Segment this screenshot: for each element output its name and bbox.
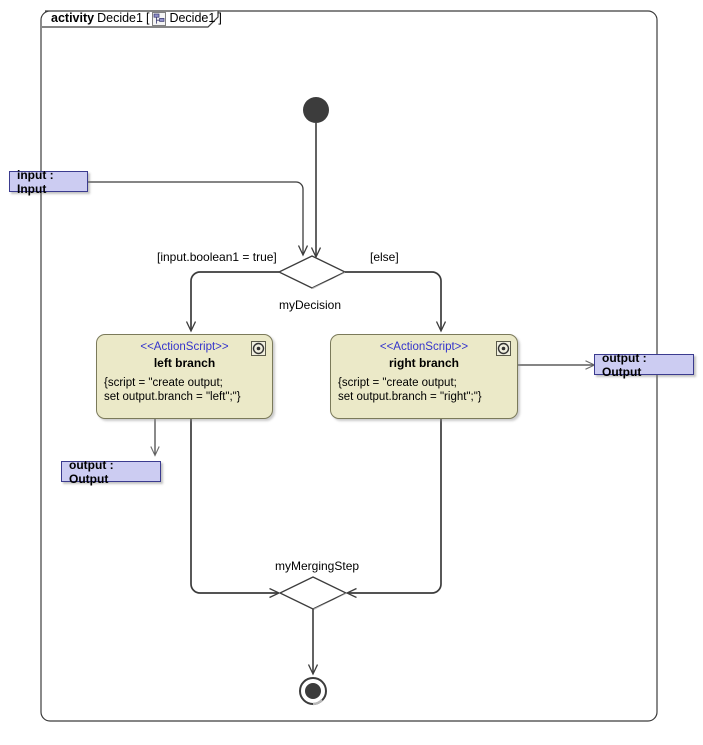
action-left-body-line2: set output.branch = "left";"}: [104, 391, 241, 403]
cog-icon[interactable]: [496, 341, 511, 356]
guard-label-else: [else]: [370, 250, 399, 264]
edge-decision-to-left-branch: [191, 271, 279, 330]
action-left-body-line1: {script = "create output;: [104, 377, 223, 389]
frame-label: activity Decide1 [ Decide1 ]: [45, 8, 229, 27]
activity-diagram-icon: [152, 11, 167, 26]
merge-node-shape: [278, 576, 348, 610]
output-pin-left[interactable]: output : Output: [61, 458, 161, 486]
merge-node-label: myMergingStep: [275, 559, 360, 573]
output-pin-left-label: output : Output: [69, 457, 114, 486]
action-node-right-branch[interactable]: <<ActionScript>> right branch {script = …: [330, 334, 518, 419]
frame-name: Decide1: [97, 10, 143, 25]
initial-node-shape: [303, 97, 329, 123]
action-right-body-line2: set output.branch = "right";"}: [338, 391, 482, 403]
frame-bracket-open: [: [145, 10, 150, 25]
frame-inner-name: Decide1: [169, 10, 216, 25]
edge-right-branch-to-merge: [348, 418, 442, 593]
decision-node-label: myDecision: [279, 298, 342, 312]
input-pin[interactable]: input : Input: [9, 168, 88, 196]
output-pin-right-label: output : Output: [602, 350, 647, 379]
action-left-name: left branch: [153, 356, 216, 370]
action-right-stereotype: <<ActionScript>>: [379, 341, 469, 353]
action-left-stereotype: <<ActionScript>>: [140, 341, 229, 353]
action-node-left-branch[interactable]: <<ActionScript>> left branch {script = "…: [96, 334, 273, 419]
output-pin-right[interactable]: output : Output: [594, 351, 694, 379]
activity-frame: [40, 10, 658, 722]
edge-decision-to-right-branch: [345, 271, 441, 330]
edge-input-pin-to-decision: [88, 181, 303, 254]
final-node-shape: [299, 677, 327, 706]
action-right-name: right branch: [388, 356, 459, 370]
cog-icon[interactable]: [251, 341, 266, 356]
guard-label-true: [input.boolean1 = true]: [157, 250, 277, 264]
frame-bracket-close: ]: [218, 10, 222, 25]
input-pin-label: input : Input: [17, 167, 54, 196]
action-right-body-line1: {script = "create output;: [338, 377, 457, 389]
decision-node-shape: [277, 255, 347, 289]
edge-left-branch-to-merge: [190, 418, 278, 593]
frame-keyword: activity: [51, 10, 95, 25]
